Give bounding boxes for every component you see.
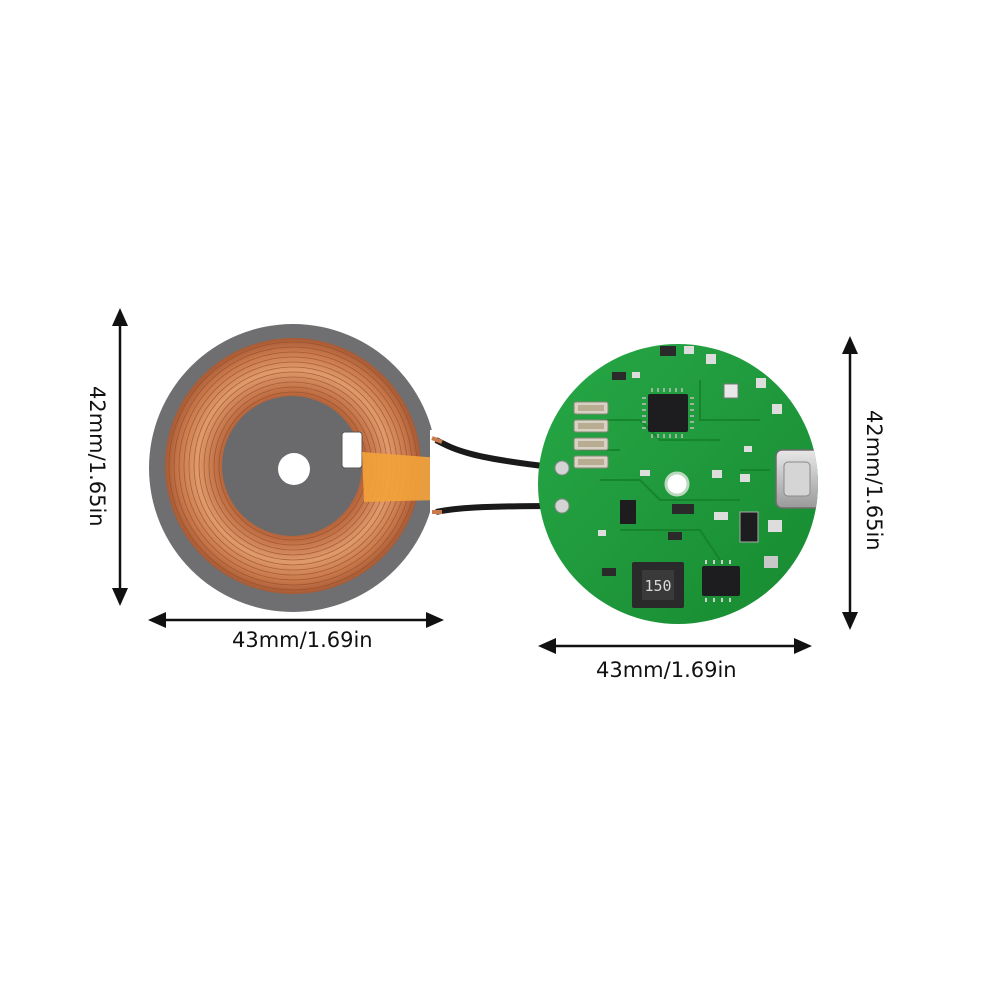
pcb-mount-hole xyxy=(664,471,690,497)
wireless-charging-coil xyxy=(149,324,561,612)
board-height-label: 42mm/1.65in xyxy=(862,410,886,551)
mosfet-chip xyxy=(702,566,740,596)
coil-width-label: 43mm/1.69in xyxy=(232,628,373,652)
coil-center-hole xyxy=(278,453,310,485)
controller-ic xyxy=(648,394,688,432)
coil-outer-notch xyxy=(430,430,450,516)
pcb-traces xyxy=(580,380,770,561)
smd-components xyxy=(598,346,782,576)
coil-height-label: 42mm/1.65in xyxy=(85,386,109,527)
kapton-tape xyxy=(362,452,440,502)
inductor-marking: 150 xyxy=(644,577,671,595)
coil-lead-wire-bottom xyxy=(435,503,561,515)
dimension-arrows xyxy=(112,308,858,654)
board-width-label: 43mm/1.69in xyxy=(596,658,737,682)
solder-pad-top xyxy=(554,460,570,476)
capacitor-array xyxy=(573,401,609,469)
wireless-charger-pcb: 150 xyxy=(538,344,818,624)
coil-lead-wire-top xyxy=(434,437,561,471)
solder-pad-bottom xyxy=(554,498,570,514)
coil-notch xyxy=(341,431,363,469)
